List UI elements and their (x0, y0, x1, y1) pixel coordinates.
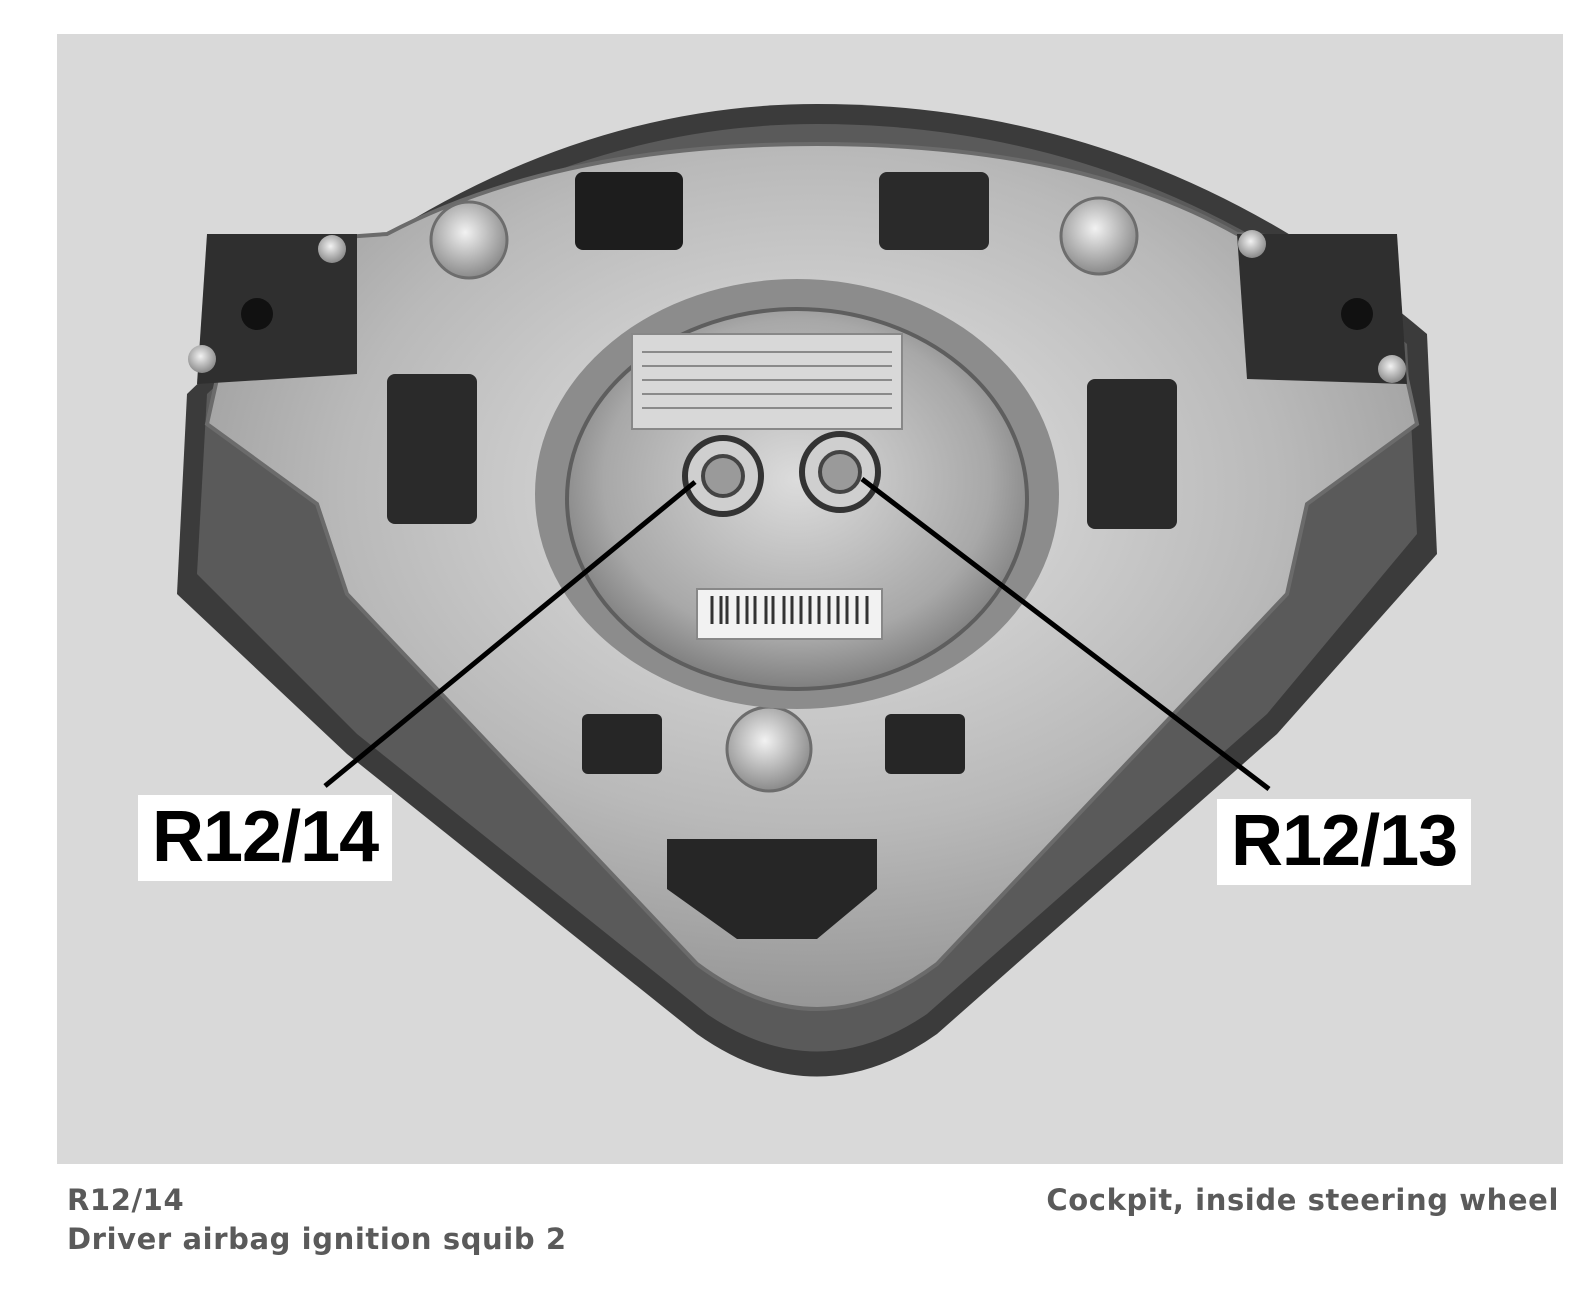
bottom-window (667, 839, 877, 939)
component-code: R12/14 (67, 1183, 185, 1217)
left-pad (197, 234, 357, 384)
component-location: Cockpit, inside steering wheel (1046, 1183, 1559, 1217)
leader-line-right (860, 477, 1271, 791)
component-photo: R12/14 R12/13 (57, 34, 1563, 1164)
leader-line-left (323, 480, 697, 788)
airbag-module-illustration (177, 104, 1437, 1077)
right-pad (1237, 234, 1407, 384)
callout-label-r12-13: R12/13 (1217, 799, 1472, 885)
component-description: Driver airbag ignition squib 2 (67, 1222, 567, 1256)
callout-label-r12-14: R12/14 (138, 795, 393, 881)
